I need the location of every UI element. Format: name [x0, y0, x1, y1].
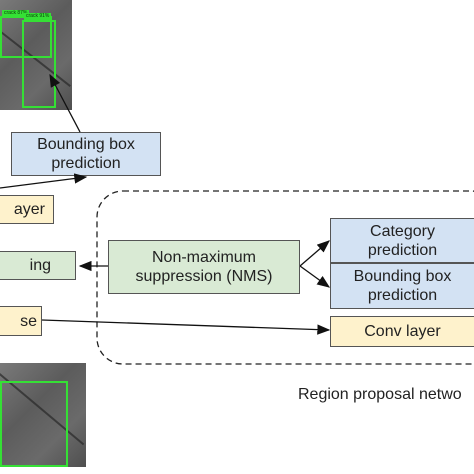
detection-image-top: crack 87% crack 91%: [0, 0, 72, 110]
region-proposal-outline: [96, 190, 474, 365]
dense-box-left: se: [0, 306, 42, 336]
bounding-box-prediction-right: Bounding box prediction: [330, 263, 474, 309]
detection-box: [0, 381, 68, 467]
bounding-box-prediction-top: Bounding box prediction: [11, 132, 161, 176]
bounding-box-prediction-top-label: Bounding box prediction: [37, 136, 135, 172]
arrow-to-top-image: [49, 73, 81, 133]
bounding-box-prediction-right-label: Bounding box prediction: [353, 268, 452, 304]
detection-label: crack 87%: [2, 10, 30, 17]
conv-layer-right: Conv layer: [330, 316, 474, 347]
arrow-nms-to-bbox-right: [299, 265, 331, 288]
detection-image-bottom: [0, 363, 86, 467]
region-proposal-caption: Region proposal netwo: [298, 386, 462, 403]
pooling-box-left-label: ing: [29, 257, 51, 274]
conv-layer-left: ayer: [0, 195, 54, 224]
category-prediction-box: Category prediction: [330, 218, 474, 263]
detection-box: [22, 20, 56, 108]
detection-label: crack 91%: [24, 13, 52, 20]
arrow-nms-to-category: [299, 240, 330, 267]
category-prediction-label: Category prediction: [367, 222, 438, 259]
conv-layer-left-label: ayer: [13, 201, 45, 218]
nms-label: Non-maximum suppression (NMS): [135, 249, 273, 285]
nms-box: Non-maximum suppression (NMS): [108, 240, 300, 294]
dense-box-left-label: se: [20, 312, 37, 330]
arrow-to-bbox-top: [0, 173, 88, 189]
conv-layer-right-label: Conv layer: [364, 323, 441, 340]
pooling-box-left: ing: [0, 251, 76, 280]
arrow-to-conv-right: [41, 319, 331, 335]
